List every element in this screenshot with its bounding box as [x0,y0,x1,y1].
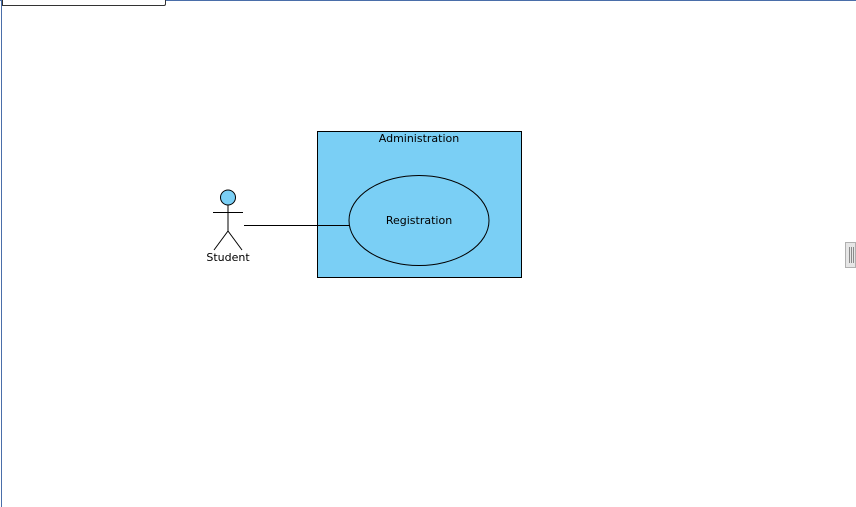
system-name: Administration [379,132,460,145]
diagram-tab[interactable] [2,0,166,6]
actor-name: Student [206,251,250,264]
actor-head [220,189,236,206]
use-case-ellipse[interactable] [348,175,490,266]
actor-right-leg [227,230,243,251]
actor-icon [213,189,243,251]
use-case-name: Registration [386,214,452,227]
top-border [0,0,856,1]
use-case[interactable]: Registration [348,175,490,266]
left-border [1,0,2,507]
actor[interactable]: Student [206,189,250,264]
actor-left-leg [213,230,229,251]
grip-icon[interactable] [845,242,856,268]
